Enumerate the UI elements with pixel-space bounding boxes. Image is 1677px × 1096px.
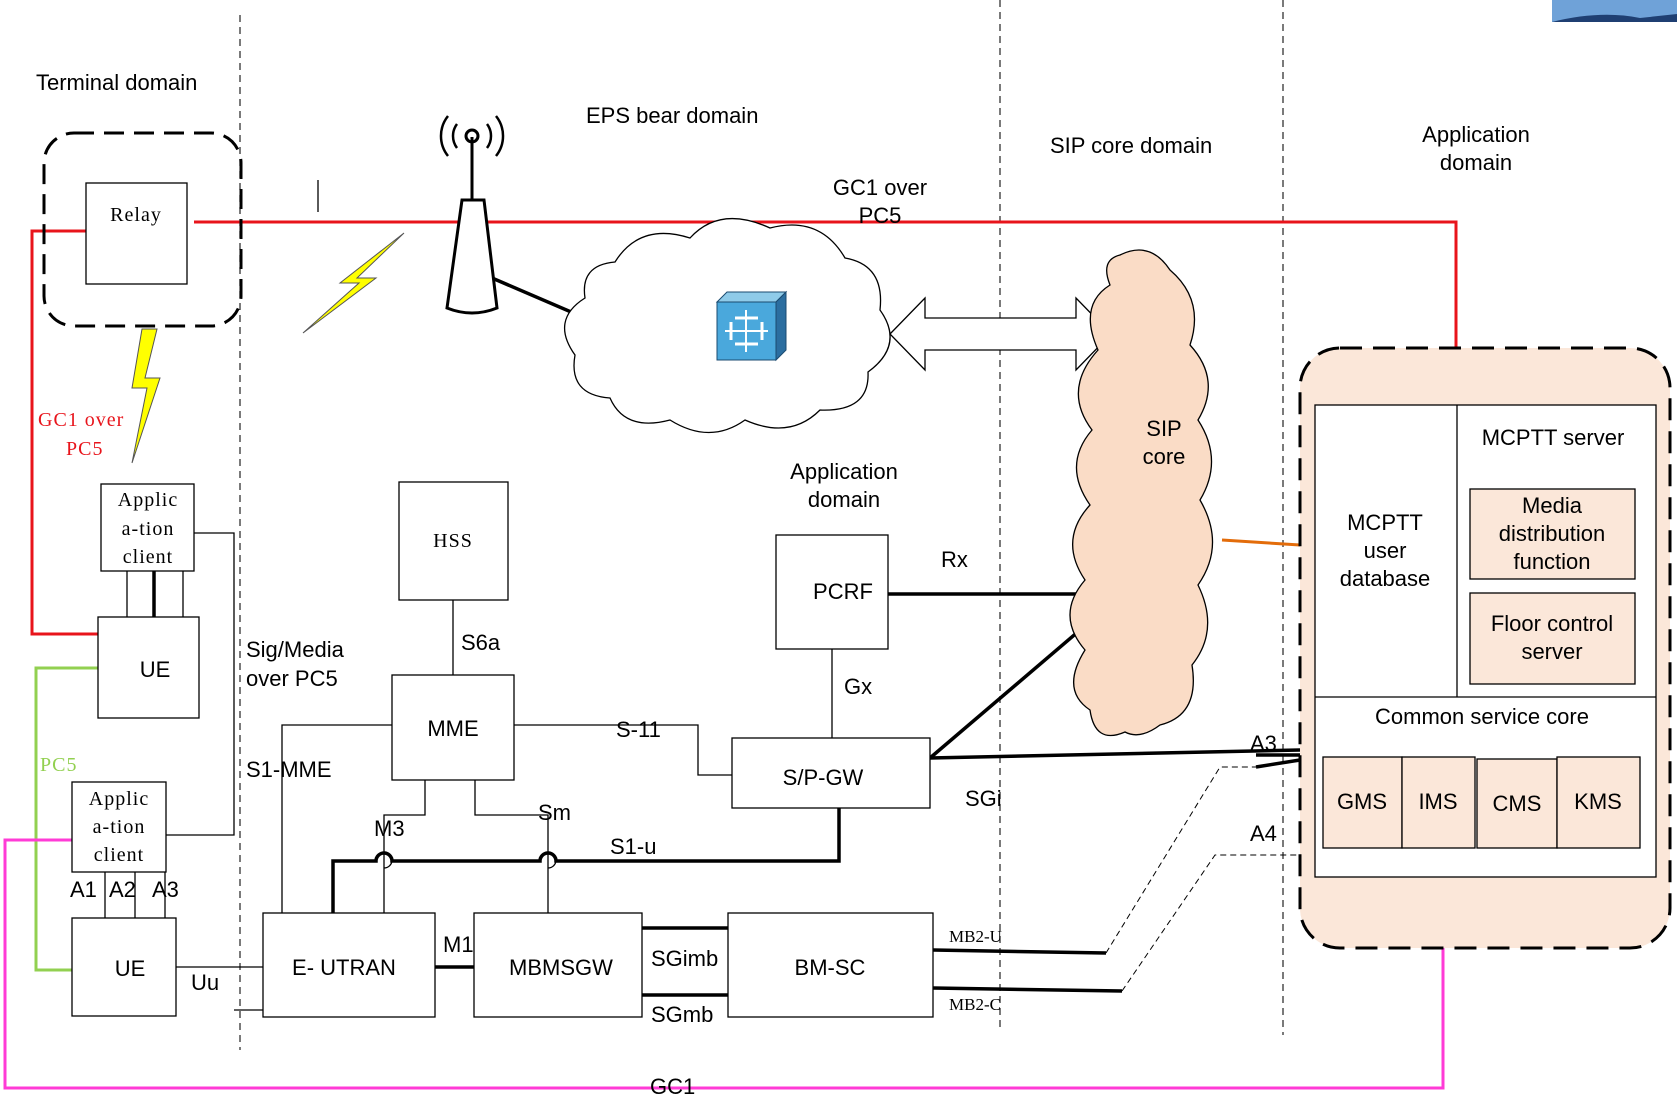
floor-control-label-2: server <box>1521 639 1582 664</box>
ue-bottom-label: UE <box>115 956 146 981</box>
floor-control-label: Floor control <box>1491 611 1613 636</box>
bmsc-label: BM-SC <box>795 955 866 980</box>
gc1-label: GC1 <box>650 1074 695 1096</box>
pcrf-label: PCRF <box>813 579 873 604</box>
gc1-over-pc5-left-label: GC1 over <box>38 409 124 431</box>
a3-right-label: A3 <box>1250 731 1277 756</box>
app-client-bottom-line-3: client <box>94 844 144 866</box>
app-client-top-line-1: Applic <box>118 489 178 511</box>
relay-box <box>86 183 187 284</box>
gc1-over-pc5-top-label: GC1 over <box>833 175 927 200</box>
double-arrow-icon <box>890 298 1111 370</box>
mme-label: MME <box>427 716 478 741</box>
app-client-bottom-line-1: Applic <box>89 788 149 810</box>
lightning-icon <box>303 233 404 333</box>
media-distribution-label-2: distribution <box>1499 521 1605 546</box>
ue-top-label: UE <box>140 657 171 682</box>
terminal-domain-label: Terminal domain <box>36 70 197 95</box>
mb2u-line <box>933 950 1106 953</box>
pc5-label: PC5 <box>40 754 77 776</box>
cms-label: CMS <box>1493 791 1542 816</box>
lightning-icon <box>132 329 160 463</box>
s11-label: S-11 <box>616 717 661 742</box>
corner-image-fragment <box>1552 0 1677 22</box>
sgimb-label: SGimb <box>651 946 718 971</box>
hss-label: HSS <box>433 530 473 552</box>
sip-mcptt-orange-line <box>1222 540 1300 545</box>
sm-label: Sm <box>538 800 571 825</box>
media-distribution-label-3: function <box>1513 549 1590 574</box>
gc1-over-pc5-top-label-2: PC5 <box>859 203 902 228</box>
mcptt-user-db-label-2: user <box>1364 538 1407 563</box>
sig-media-label-2: over PC5 <box>246 666 338 691</box>
m1-label: M1 <box>443 932 474 957</box>
mb2u-dashed-link <box>1106 767 1256 953</box>
sgi-label: SGi <box>965 786 1002 811</box>
app-client-top-line-2: a-tion <box>122 518 175 540</box>
sip-domain-label: SIP core domain <box>1050 133 1212 158</box>
a4-label: A4 <box>1250 821 1277 846</box>
mb2c-label: MB2-C <box>949 995 1001 1014</box>
sgi-line <box>930 750 1300 758</box>
router-icon <box>717 292 786 360</box>
gms-label: GMS <box>1337 789 1387 814</box>
kms-label: KMS <box>1574 789 1622 814</box>
app-client-top-line-3: client <box>123 546 173 568</box>
sig-media-label: Sig/Media <box>246 637 345 662</box>
uu-label: Uu <box>191 970 219 995</box>
mb2c-line <box>933 988 1122 991</box>
eps-domain-label: EPS bear domain <box>586 103 758 128</box>
gc1-magenta-line <box>5 840 1443 1088</box>
s1u-line <box>333 808 839 913</box>
app-domain-mid-label: Application <box>790 459 898 484</box>
app-client-bottom-line-2: a-tion <box>93 816 146 838</box>
gc1-over-pc5-left-red-line <box>32 231 98 634</box>
application-domain-label: Application <box>1422 122 1530 147</box>
gc1-over-pc5-left-label-2: PC5 <box>66 438 103 460</box>
mb2u-label: MB2-U <box>949 927 1002 946</box>
m3-label: M3 <box>374 816 405 841</box>
ims-label: IMS <box>1418 789 1457 814</box>
sip-core-label: SIP <box>1146 416 1181 441</box>
mcptt-user-db-label: MCPTT <box>1347 510 1423 535</box>
eutran-label: E- UTRAN <box>292 955 396 980</box>
spgw-label: S/P-GW <box>783 765 864 790</box>
s1u-label: S1-u <box>610 834 656 859</box>
a1-label: A1 <box>70 877 97 902</box>
a3-left-label: A3 <box>152 877 179 902</box>
relay-label: Relay <box>110 204 162 226</box>
mcptt-user-db-label-3: database <box>1340 566 1431 591</box>
app-domain-mid-label-2: domain <box>808 487 880 512</box>
application-domain-label-2: domain <box>1440 150 1512 175</box>
antenna-icon <box>441 116 503 313</box>
common-service-core-label: Common service core <box>1375 704 1589 729</box>
cloud-icon <box>1070 250 1213 736</box>
sgmb-label: SGmb <box>651 1002 713 1027</box>
s1mme-label: S1-MME <box>246 757 332 782</box>
mbmsgw-label: MBMSGW <box>509 955 613 980</box>
mb2c-dashed-link <box>1122 855 1300 991</box>
a2-label: A2 <box>109 877 136 902</box>
sip-core-label-2: core <box>1143 444 1186 469</box>
mcptt-server-label: MCPTT server <box>1482 425 1625 450</box>
gx-label: Gx <box>844 674 872 699</box>
media-distribution-label: Media <box>1522 493 1583 518</box>
rx-label: Rx <box>941 547 968 572</box>
a3-right-line-2 <box>1256 760 1300 767</box>
s6a-label: S6a <box>461 630 501 655</box>
